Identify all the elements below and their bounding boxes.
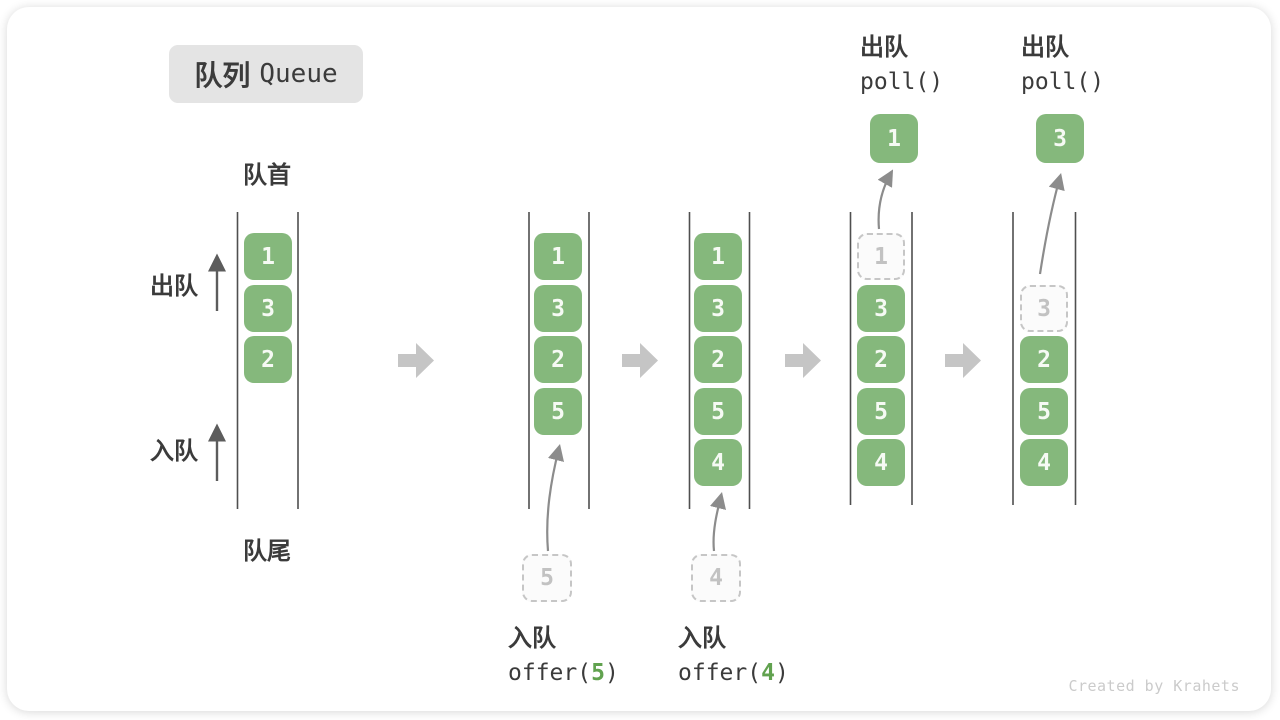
dequeue-3-arrow [1038,173,1065,275]
dequeued-item: 1 [870,114,918,163]
queue-item: 3 [694,285,742,332]
queue-item: 1 [244,233,292,280]
operation-poll-2-code: poll() [1021,69,1105,95]
queue-item: 2 [534,336,582,383]
step-arrow-icon [398,343,434,378]
enqueue-4-arrow [709,491,727,552]
code-arg: 4 [761,660,775,686]
queue-front-label: 队首 [243,162,291,189]
operation-offer-4: 入队 offer(4) [678,618,789,686]
queue-item: 4 [1020,439,1068,486]
code-arg: 5 [591,660,605,686]
queue-item: 5 [694,388,742,435]
operation-offer-5: 入队 offer(5) [508,618,619,686]
queue-item: 4 [857,439,905,486]
code-text: offer( [508,660,592,686]
operation-offer-5-label: 入队 [508,625,556,652]
queue-item: 2 [1020,336,1068,383]
operation-poll-1: 出队 poll() [860,27,943,95]
title-zh: 队列 [194,60,251,91]
queue-rear-label: 队尾 [243,538,291,565]
code-text: ) [604,660,619,686]
removed-item: 3 [1020,285,1068,332]
queue-item: 3 [534,285,582,332]
operation-poll-2-label: 出队 [1021,34,1069,61]
enqueue-direction-label: 入队 [150,438,198,465]
operation-offer-4-code: offer(4) [678,660,789,686]
title-box: 队列 Queue [169,45,363,103]
queue-channel-walls [236,212,1077,509]
queue-item: 5 [1020,388,1068,435]
queue-item: 3 [857,285,905,332]
queue-item: 5 [857,388,905,435]
staged-item: 5 [522,554,572,602]
code-text: offer( [678,660,762,686]
step-arrow-icon [622,343,658,378]
queue-item: 1 [534,233,582,280]
step-arrow-icon [945,343,981,378]
step-arrows [398,343,981,378]
dequeue-1-arrow [877,169,894,230]
queue-item: 4 [694,439,742,486]
queue-item: 2 [694,336,742,383]
staged-item: 4 [691,554,741,602]
dequeue-direction-label: 出队 [150,273,198,300]
queue-item: 2 [244,336,292,383]
operation-offer-4-label: 入队 [678,625,726,652]
queue-item: 3 [244,285,292,332]
removed-item: 1 [857,233,905,280]
watermark-credit: Created by Krahets [1068,677,1240,695]
operation-poll-1-label: 出队 [860,34,908,61]
queue-item: 5 [534,388,582,435]
title-en: Queue [259,59,338,89]
dequeued-item: 3 [1036,114,1084,163]
enqueue-5-arrow [546,443,565,552]
operation-offer-5-code: offer(5) [508,660,619,686]
queue-item: 1 [694,233,742,280]
operation-poll-1-code: poll() [860,69,944,95]
queue-item: 2 [857,336,905,383]
code-text: ) [774,660,789,686]
operation-poll-2: 出队 poll() [1021,27,1104,95]
step-arrow-icon [785,343,821,378]
